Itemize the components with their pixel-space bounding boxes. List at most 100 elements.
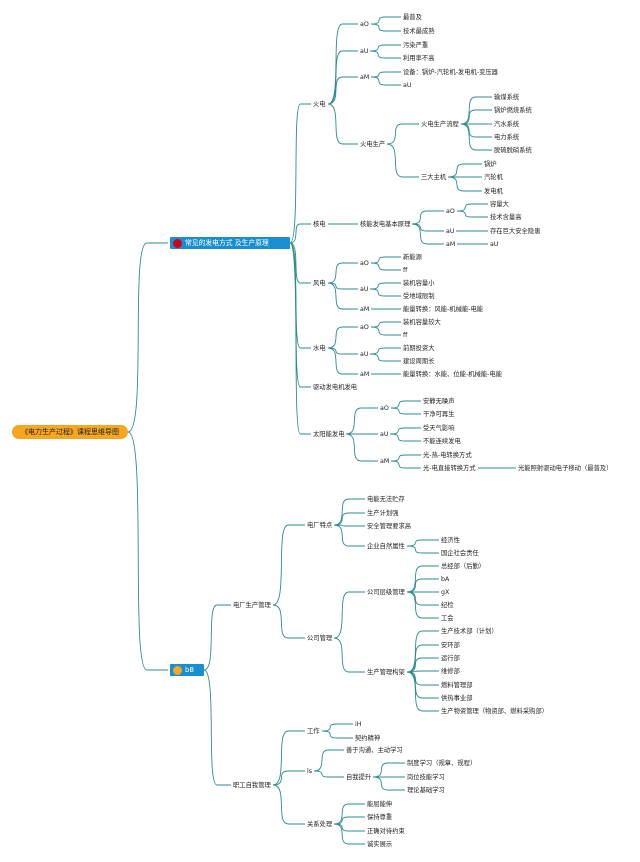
mind-map-node[interactable]: 公司管理 — [307, 634, 333, 642]
mind-map-node[interactable]: 光-电直接转换方式 — [423, 464, 476, 472]
mind-map-node[interactable]: 受地域限制 — [403, 292, 435, 300]
mind-map-node[interactable]: aO — [360, 20, 369, 28]
mind-map-node[interactable]: aU — [446, 227, 455, 235]
mind-map-node[interactable]: aU — [490, 240, 499, 248]
mind-map-node[interactable]: 污染严重 — [403, 41, 429, 49]
branch-node-generation-methods[interactable]: 常见的发电方式 及生产原理 — [170, 237, 290, 249]
mind-map-node[interactable]: 汽轮机 — [484, 173, 503, 181]
mind-map-node[interactable]: 发电机 — [484, 187, 503, 195]
mind-map-node[interactable]: aM — [360, 73, 370, 81]
mind-map-node[interactable]: 安静无噪声 — [423, 397, 455, 405]
mind-map-node[interactable]: 制度学习（规章、规程） — [407, 759, 477, 767]
mind-map-node[interactable]: 正确对待约束 — [367, 827, 405, 835]
mind-map-node[interactable]: aM — [380, 457, 390, 465]
mind-map-node[interactable]: 存在巨大安全隐患 — [490, 227, 541, 235]
mind-map-node[interactable]: 善于沟通、主动学习 — [346, 746, 403, 754]
mind-map-node[interactable]: 供热事业部 — [441, 694, 473, 702]
mind-map-node[interactable]: 保持尊重 — [367, 813, 393, 821]
mind-map-node[interactable]: 驱动发电机发电 — [313, 383, 358, 391]
mind-map-node[interactable]: 安全管理要求高 — [367, 522, 412, 530]
mind-map-node[interactable]: aU — [403, 81, 412, 89]
mind-map-node[interactable]: 生产管理构架 — [367, 668, 405, 676]
mind-map-node[interactable]: 工会 — [441, 614, 454, 622]
mind-map-node[interactable]: 锅炉燃烧系统 — [494, 106, 532, 114]
mind-map-node[interactable]: 新能源 — [403, 253, 422, 261]
mind-map-node[interactable]: bA — [441, 575, 450, 583]
mind-map-node[interactable]: 核电 — [313, 220, 326, 228]
mind-map-node[interactable]: 前期投资大 — [403, 344, 435, 352]
mind-map-node[interactable]: 自我提升 — [346, 773, 372, 781]
mind-map-node[interactable]: 光能照射驱动电子移动（最普及） — [518, 464, 613, 472]
mind-map-node[interactable]: 火电生产 — [360, 140, 386, 148]
mind-map-node[interactable]: aO — [360, 259, 369, 267]
mind-map-node[interactable]: 汽水系统 — [494, 120, 520, 128]
mind-map-node[interactable]: 维修部 — [441, 667, 460, 675]
mind-map-node[interactable]: 太阳能发电 — [313, 430, 345, 438]
mind-map-node[interactable]: 风电 — [313, 279, 326, 287]
mind-map-node[interactable]: 生产计划强 — [367, 509, 399, 517]
mind-map-node[interactable]: 电厂特点 — [307, 521, 333, 529]
root-node[interactable]: 《电力生产过程》课程思维导图 — [12, 425, 128, 439]
mind-map-node[interactable]: 总经部（后勤） — [441, 562, 486, 570]
mind-map-node[interactable]: 关系处理 — [307, 820, 333, 828]
mind-map-node[interactable]: 理论基础学习 — [407, 786, 445, 794]
mind-map-node[interactable]: 电力系统 — [494, 133, 520, 141]
mind-map-node[interactable]: 纪检 — [441, 601, 454, 609]
mind-map-node[interactable]: 光-热-电转换方式 — [423, 451, 472, 459]
mind-map-node[interactable]: aM — [360, 370, 370, 378]
mind-map-node[interactable]: 脱硫脱硝系统 — [494, 146, 532, 154]
mind-map-node[interactable]: 能屈能伸 — [367, 800, 393, 808]
mind-map-node[interactable]: 国企社会责任 — [441, 549, 479, 557]
mind-map-node[interactable]: 技术最成熟 — [403, 27, 435, 35]
mind-map-node[interactable]: 干净可再生 — [423, 410, 455, 418]
mind-map-node[interactable]: aO — [360, 323, 369, 331]
mind-map-node[interactable]: aU — [360, 285, 369, 293]
mind-map-node[interactable]: aM — [446, 240, 456, 248]
mind-map-node[interactable]: 经济性 — [441, 536, 460, 544]
mind-map-node[interactable]: 企业自然属性 — [367, 542, 405, 550]
mind-map-node[interactable]: 运行部 — [441, 654, 460, 662]
mind-map-node[interactable]: aU — [360, 350, 369, 358]
mind-map-node[interactable]: aU — [380, 430, 389, 438]
mind-map-node[interactable]: ls — [307, 767, 313, 775]
mind-map-node[interactable]: 生产物资管理（物资部、燃料采购部） — [441, 707, 549, 715]
mind-map-node[interactable]: ff — [403, 331, 408, 339]
mind-map-node[interactable]: 生产技术部（计划） — [441, 627, 498, 635]
mind-map-node[interactable]: 电厂生产管理 — [233, 601, 271, 609]
mind-map-node[interactable]: ff — [403, 266, 408, 274]
mind-map-node[interactable]: 三大主机 — [421, 173, 447, 181]
mind-map-node[interactable]: 建设周期长 — [403, 357, 435, 365]
mind-map-node[interactable]: 安环部 — [441, 641, 460, 649]
mind-map-node[interactable]: 能量转换：风能-机械能-电能 — [403, 305, 484, 313]
mind-map-node[interactable]: 水电 — [313, 344, 326, 352]
mind-map-node[interactable]: 公司层级管理 — [367, 588, 405, 596]
mind-map-node[interactable]: 电能无法贮存 — [367, 495, 405, 503]
mind-map-node[interactable]: 输煤系统 — [494, 93, 520, 101]
mind-map-node[interactable]: 锅炉 — [484, 160, 497, 168]
mind-map-node[interactable]: 能量转换：水能、位能-机械能-电能 — [403, 370, 502, 378]
mind-map-node[interactable]: 受天气影响 — [423, 424, 455, 432]
mind-map-node[interactable]: 岗位技能学习 — [407, 773, 445, 781]
mind-map-node[interactable]: 火电 — [313, 100, 326, 108]
mind-map-node[interactable]: iH — [355, 720, 362, 728]
mind-map-node[interactable]: 容量大 — [490, 200, 509, 208]
mind-map-node[interactable]: 诚实展示 — [367, 840, 393, 848]
mind-map-node[interactable]: 设备：锅炉-汽轮机-发电机-变压器 — [403, 68, 498, 76]
mind-map-node[interactable]: 契约精神 — [355, 734, 381, 742]
mind-map-node[interactable]: gX — [441, 588, 450, 596]
mind-map-node[interactable]: 利用率不高 — [403, 54, 435, 62]
mind-map-node[interactable]: 核能发电基本原理 — [360, 220, 411, 228]
branch-node-management[interactable]: bB — [170, 664, 204, 676]
mind-map-node[interactable]: 最普及 — [403, 13, 422, 21]
mind-map-node[interactable]: 不能连续发电 — [423, 437, 461, 445]
mind-map-node[interactable]: 燃料管理部 — [441, 681, 473, 689]
mind-map-node[interactable]: 职工自我管理 — [233, 781, 271, 789]
mind-map-node[interactable]: 工作 — [307, 727, 320, 735]
mind-map-node[interactable]: 火电生产流程 — [421, 120, 459, 128]
mind-map-node[interactable]: 装机容量小 — [403, 279, 435, 287]
mind-map-node[interactable]: aO — [380, 404, 389, 412]
mind-map-node[interactable]: aM — [360, 305, 370, 313]
mind-map-node[interactable]: 技术含量高 — [490, 213, 522, 221]
mind-map-node[interactable]: aO — [446, 207, 455, 215]
mind-map-node[interactable]: aU — [360, 47, 369, 55]
